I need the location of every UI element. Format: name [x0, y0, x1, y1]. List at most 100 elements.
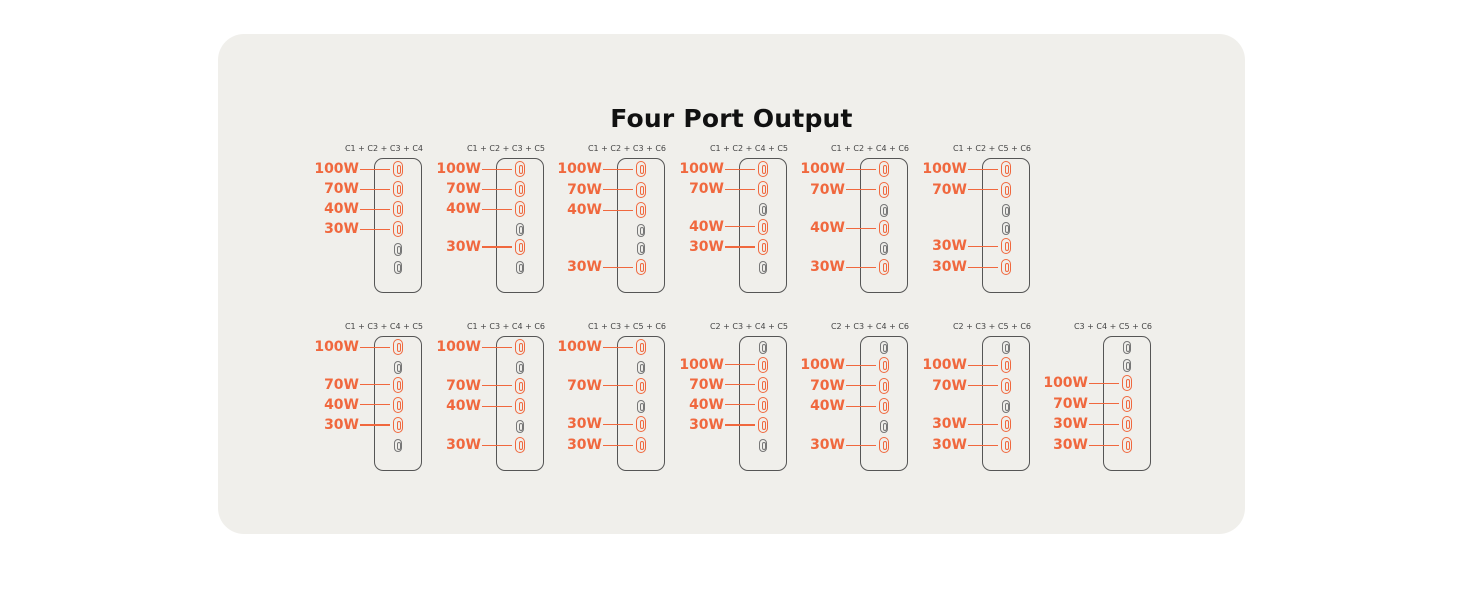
- port-wattage-label: 70W: [1053, 395, 1088, 412]
- port-wattage-label: 100W: [922, 357, 967, 374]
- port-leader-line: [482, 346, 512, 348]
- port-wattage-label: 70W: [810, 181, 845, 198]
- port-wattage-label: 100W: [1043, 375, 1088, 392]
- port-wattage-label: 70W: [567, 377, 602, 394]
- port-leader-line: [846, 266, 876, 268]
- port-leader-line: [725, 168, 755, 170]
- port-wattage-label: 100W: [922, 161, 967, 177]
- usb-c-port-icon: [758, 238, 768, 255]
- usb-c-port-icon: [879, 259, 889, 275]
- usb-c-port-icon: [516, 361, 524, 375]
- port-wattage-label: 30W: [567, 259, 602, 275]
- usb-c-port-icon: [515, 238, 525, 255]
- usb-c-port-icon: [1001, 377, 1011, 394]
- usb-c-port-icon: [394, 438, 402, 452]
- port-wattage-label: 30W: [567, 416, 602, 433]
- port-leader-line: [846, 168, 876, 170]
- usb-c-port-icon: [516, 260, 524, 274]
- port-leader-line: [1089, 444, 1119, 446]
- usb-c-port-icon: [1002, 399, 1010, 413]
- charger-device-outline: [374, 158, 422, 293]
- usb-c-port-icon: [880, 242, 888, 256]
- port-leader-line: [603, 189, 633, 191]
- port-wattage-label: 100W: [800, 357, 845, 374]
- port-leader-line: [360, 188, 390, 190]
- port-leader-line: [360, 346, 390, 348]
- port-wattage-label: 30W: [689, 238, 724, 255]
- charger-device-outline: [739, 336, 787, 471]
- port-wattage-label: 40W: [324, 201, 359, 218]
- port-leader-line: [968, 189, 998, 191]
- port-wattage-label: 100W: [800, 161, 845, 177]
- usb-c-port-icon: [637, 242, 645, 256]
- port-wattage-label: 100W: [679, 356, 724, 373]
- charger-device-outline: [739, 158, 787, 293]
- port-leader-line: [968, 423, 998, 426]
- port-leader-line: [482, 385, 512, 387]
- usb-c-port-icon: [880, 203, 888, 217]
- port-leader-line: [968, 444, 998, 446]
- usb-c-port-icon: [394, 360, 402, 374]
- combination-label: C1 + C2 + C4 + C6: [830, 144, 910, 153]
- usb-c-port-icon: [758, 161, 768, 177]
- usb-c-port-icon: [393, 161, 403, 177]
- port-leader-line: [603, 346, 633, 348]
- combination-label: C1 + C3 + C4 + C6: [466, 322, 546, 331]
- usb-c-port-icon: [1002, 340, 1010, 354]
- port-wattage-label: 100W: [436, 339, 481, 355]
- port-wattage-label: 30W: [324, 416, 359, 433]
- combination-label: C1 + C3 + C5 + C6: [587, 322, 667, 331]
- usb-c-port-icon: [879, 220, 889, 237]
- usb-c-port-icon: [394, 242, 402, 256]
- port-wattage-label: 30W: [324, 221, 359, 238]
- port-wattage-label: 70W: [324, 181, 359, 198]
- usb-c-port-icon: [1002, 221, 1010, 235]
- port-leader-line: [360, 168, 390, 170]
- usb-c-port-icon: [879, 181, 889, 198]
- port-wattage-label: 30W: [932, 437, 967, 453]
- port-leader-line: [968, 245, 998, 248]
- port-leader-line: [725, 246, 755, 248]
- charger-device-outline: [860, 158, 908, 293]
- usb-c-port-icon: [879, 398, 889, 415]
- usb-c-port-icon: [1122, 416, 1132, 433]
- port-wattage-label: 70W: [810, 377, 845, 394]
- usb-c-port-icon: [879, 357, 889, 374]
- port-wattage-label: 100W: [557, 161, 602, 177]
- usb-c-port-icon: [1001, 161, 1011, 177]
- port-wattage-label: 70W: [689, 181, 724, 198]
- port-leader-line: [360, 404, 390, 406]
- port-leader-line: [846, 444, 876, 446]
- port-leader-line: [482, 246, 512, 248]
- port-wattage-label: 70W: [567, 181, 602, 198]
- usb-c-port-icon: [393, 181, 403, 198]
- combination-label: C2 + C3 + C5 + C6: [952, 322, 1032, 331]
- port-leader-line: [725, 226, 755, 228]
- usb-c-port-icon: [637, 224, 645, 238]
- usb-c-port-icon: [636, 181, 646, 198]
- usb-c-port-icon: [1001, 437, 1011, 453]
- usb-c-port-icon: [515, 437, 525, 453]
- port-wattage-label: 30W: [567, 437, 602, 453]
- usb-c-port-icon: [758, 181, 768, 198]
- port-leader-line: [968, 266, 998, 268]
- port-leader-line: [482, 405, 512, 407]
- port-leader-line: [725, 404, 755, 406]
- port-leader-line: [482, 168, 512, 170]
- usb-c-port-icon: [1122, 375, 1132, 392]
- port-wattage-label: 40W: [567, 202, 602, 219]
- usb-c-port-icon: [1001, 357, 1011, 374]
- usb-c-port-icon: [758, 396, 768, 413]
- port-wattage-label: 30W: [932, 416, 967, 433]
- usb-c-port-icon: [515, 201, 525, 218]
- port-wattage-label: 100W: [314, 339, 359, 355]
- port-wattage-label: 70W: [446, 377, 481, 394]
- combination-label: C2 + C3 + C4 + C5: [709, 322, 789, 331]
- combination-label: C1 + C3 + C4 + C5: [344, 322, 424, 331]
